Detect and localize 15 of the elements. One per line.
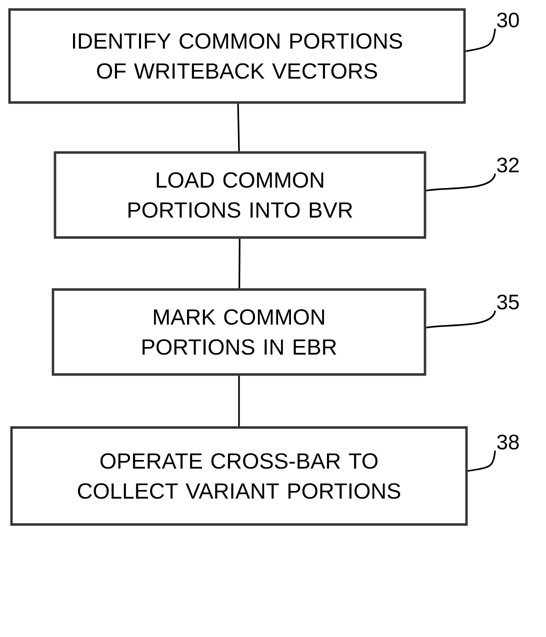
connector-line: [238, 376, 240, 426]
connector-line: [238, 238, 240, 288]
process-box: IDENTIFY COMMON PORTIONS OF WRITEBACK VECTORS: [8, 8, 466, 104]
connector-line: [237, 104, 240, 152]
leader-line: [426, 310, 496, 328]
reference-numeral: 30: [497, 12, 519, 28]
process-box: MARK COMMON PORTIONS IN EBR: [52, 288, 426, 376]
leader-line: [426, 173, 496, 192]
leader-line: [466, 28, 496, 52]
process-box: LOAD COMMON PORTIONS INTO BVR: [54, 151, 426, 239]
leader-line: [468, 450, 496, 472]
reference-numeral: 38: [497, 434, 519, 450]
reference-numeral: 32: [497, 158, 519, 172]
process-box: OPERATE CROSS-BAR TO COLLECT VARIANT PORTIONS: [10, 426, 468, 526]
reference-numeral: 35: [497, 294, 519, 310]
